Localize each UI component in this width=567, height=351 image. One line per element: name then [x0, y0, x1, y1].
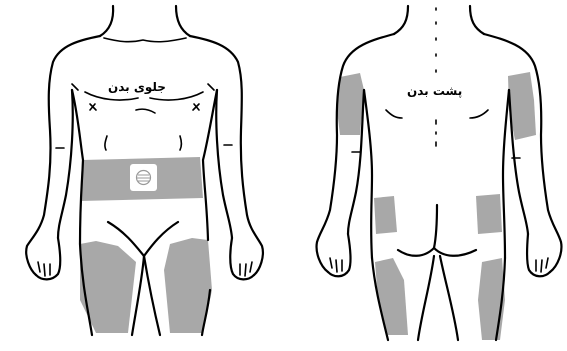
navel-avoid-circle-icon — [130, 164, 157, 191]
front-body-label: جلوی بدن — [108, 80, 166, 94]
back-body-figure — [317, 6, 562, 340]
back-body-outline — [317, 6, 562, 340]
back-left-upper-arm-zone — [337, 73, 364, 135]
back-left-buttock-zone — [374, 196, 397, 234]
back-body-label: پشت بدن — [407, 84, 462, 98]
back-right-buttock-zone — [476, 194, 502, 234]
back-left-thigh-zone — [375, 258, 408, 335]
front-body-figure — [26, 6, 263, 335]
